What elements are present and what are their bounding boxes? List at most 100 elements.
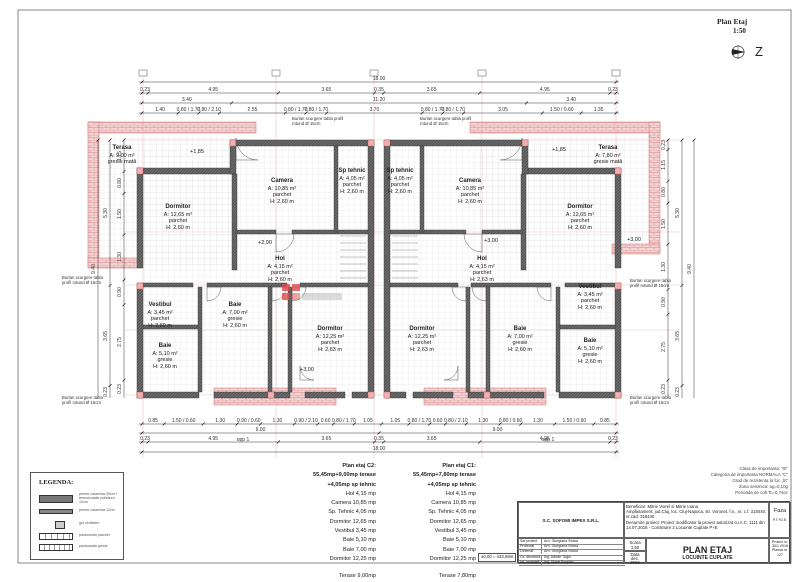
dimension-label: 11.20 xyxy=(372,97,386,103)
room-name: Terasa xyxy=(112,145,132,151)
dimension-tick xyxy=(122,169,126,174)
room-name: Terasa xyxy=(598,145,618,151)
role-title: Sef proiect xyxy=(520,539,538,543)
axis-label: opp 1 xyxy=(541,437,555,443)
dimension-tick xyxy=(608,91,612,95)
column xyxy=(614,167,622,175)
dimension-tick xyxy=(122,232,126,237)
dimension-tick xyxy=(140,80,144,84)
room-finish: gresie xyxy=(582,352,598,359)
room-area: A: 12,65 m² xyxy=(565,211,595,218)
dimension-label: 1.40 xyxy=(155,107,165,113)
dimension-tick xyxy=(122,278,126,282)
dimension-label: 18.00 xyxy=(372,76,386,82)
dimension-tick xyxy=(140,101,144,105)
legend-swatch-tiles xyxy=(39,544,73,551)
dimension-label: 2.75 xyxy=(117,337,123,348)
dimension-tick xyxy=(140,431,144,435)
wall xyxy=(481,229,523,235)
room-height: H: 2,63 m xyxy=(410,347,434,354)
wall xyxy=(412,391,454,399)
legend-swatch-wall-25 xyxy=(39,495,73,503)
dimension-tick xyxy=(122,191,126,196)
drawing-scale: 1:50 xyxy=(733,27,746,35)
title-block: S.C. SOFOMI IMPEX S.R.L. Beneficiar: Mit… xyxy=(517,501,791,566)
dimension-tick xyxy=(666,179,670,183)
wall xyxy=(304,391,346,399)
area-table-c1: Plan etaj C1: 55,45mp+7,80mp terase +4,0… xyxy=(380,462,476,582)
dimension-label: 0.80 / 1.70 xyxy=(304,107,329,113)
area-line: Sp. Tehnic 4,05 mp xyxy=(328,509,376,516)
dimension-tick xyxy=(372,91,377,95)
dimension-label: 0.80 / 0.60 xyxy=(498,418,523,424)
terrace-parapet xyxy=(469,121,661,134)
room-finish: parchet xyxy=(570,218,590,225)
wall xyxy=(614,167,622,269)
dimension-label: 0.80 / 2.10 xyxy=(197,107,221,113)
role-person: Arh. Giorgiana Stoica xyxy=(541,549,599,555)
sheet-label: Plansa nr. xyxy=(772,548,788,553)
dimension-tick xyxy=(608,440,612,444)
dimension-tick xyxy=(579,111,583,115)
dimension-label: 3.65 xyxy=(675,330,681,341)
room-height: H: 2,63 m xyxy=(318,347,342,354)
dimension-tick xyxy=(235,422,239,426)
dimension-tick xyxy=(140,440,144,444)
column xyxy=(136,282,144,290)
room-name: Vestibul xyxy=(578,284,602,290)
column xyxy=(614,282,622,290)
date-label: Data xyxy=(630,552,640,557)
dimension-tick xyxy=(464,422,468,426)
wall xyxy=(367,139,375,399)
dimension-tick xyxy=(428,422,432,426)
area-line: Dormitor 12,25 mp xyxy=(429,555,476,562)
dimension-label: 1.30 xyxy=(215,418,225,424)
wall xyxy=(197,286,203,393)
axis-bubble xyxy=(369,69,379,77)
wall xyxy=(142,324,199,330)
dimension-label: 0.35 xyxy=(374,436,384,442)
dimension-label: 1.15 xyxy=(117,150,123,161)
classification-line: Categoria de importanta NORMALA "C" xyxy=(710,472,788,477)
wall xyxy=(385,282,459,288)
axis-bubble xyxy=(611,69,621,77)
classification-line: Grad de rezistenta la foc „III” xyxy=(732,478,788,483)
dimension-label: 4.95 xyxy=(208,87,219,93)
dimension-tick xyxy=(666,138,670,142)
area-line: Vestibul 3,45 mp xyxy=(334,528,376,535)
dimension-tick xyxy=(553,422,557,426)
classification-notes: Clasa de importanta: "III" Categoria de … xyxy=(711,466,788,496)
dimension-tick xyxy=(331,422,336,426)
dimension-tick xyxy=(352,422,356,426)
terrace-parapet xyxy=(87,121,100,268)
scale-label: Scara xyxy=(629,540,641,545)
scale-cell: Scara 1:50 xyxy=(624,538,646,551)
dimension-tick xyxy=(443,422,448,426)
dimension-label: 0.80 / 1.70 xyxy=(420,107,445,113)
role-title: Ve. instalatii xyxy=(520,559,540,564)
watermark-logo xyxy=(282,284,342,300)
downspout-note: Burlan scurgere tabla profil rotund Ø 15… xyxy=(62,275,103,285)
area-terraces: Terase 7,80mp xyxy=(438,573,476,580)
dimension-tick xyxy=(666,312,670,316)
dimension-label: 0.85 xyxy=(600,418,610,424)
legend-swatch-parquet xyxy=(39,533,73,540)
dimension-tick xyxy=(666,201,670,205)
dimension-tick xyxy=(680,383,684,388)
wall xyxy=(235,229,277,235)
dimension-tick xyxy=(692,138,696,142)
wall xyxy=(385,139,529,147)
phase-label: Faza xyxy=(773,508,787,514)
room-area: A: 10,85 m² xyxy=(455,185,485,192)
dimension-label: 1.30 xyxy=(478,418,489,424)
room-name: Dormitor xyxy=(165,204,191,210)
dimension-label: 3.40 xyxy=(181,97,192,103)
room-area: A: 9,00 m² xyxy=(109,152,135,159)
dimension-label: 0.60 xyxy=(432,418,443,424)
